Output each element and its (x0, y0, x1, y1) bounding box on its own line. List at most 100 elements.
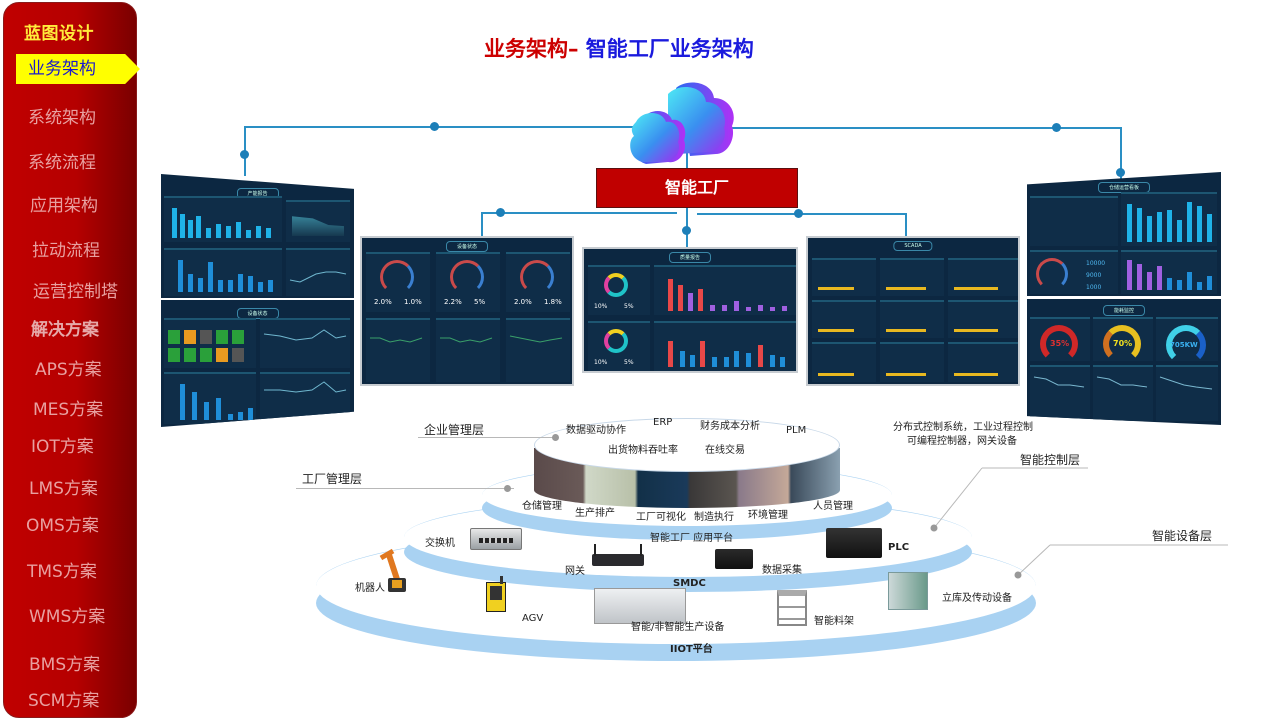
sidebar-item-system-architecture[interactable]: 系统架构 (28, 108, 96, 128)
layer-label-device: 智能设备层 (1152, 529, 1213, 543)
platform-label-smdc: SMDC (673, 578, 706, 589)
sidebar-item-business-architecture[interactable]: 业务架构 (16, 54, 140, 84)
item-environment-management: 环境管理 (748, 510, 788, 521)
smart-factory-node: 智能工厂 (596, 168, 798, 208)
dashboard-capacity: 产能报告 (161, 174, 354, 298)
item-plm: PLM (786, 425, 807, 436)
dashboard-title: SCADA (893, 241, 933, 251)
gauge-panel: 35% (1030, 317, 1090, 363)
table-panel (1030, 196, 1118, 246)
dashboard-title: 设备状态 (236, 308, 279, 319)
scada-panel (880, 342, 944, 382)
metric-value: 5% (624, 359, 634, 366)
bar-chart-panel (164, 196, 282, 242)
item-personnel-management: 人员管理 (813, 501, 853, 512)
metric-value: 10% (594, 303, 608, 310)
sidebar-item-pull-flow[interactable]: 拉动流程 (32, 241, 100, 261)
page-title-prefix: 业务架构– (484, 37, 579, 61)
sidebar-section-solutions: 解决方案 (31, 320, 99, 340)
metric-value: 1000 (1086, 284, 1102, 291)
bar-chart-panel (654, 321, 796, 371)
gauge-value: 1.8% (544, 298, 562, 306)
storage-equipment-icon (888, 572, 928, 610)
metric-value: 5% (624, 303, 634, 310)
gauge-value: 5% (474, 298, 486, 306)
gauge-value: 70% (1113, 339, 1133, 348)
line-chart-panel (286, 248, 350, 296)
page-title: 业务架构– 智能工厂业务架构 (484, 33, 754, 63)
line-chart-panel (1093, 365, 1153, 421)
line-chart-panel (366, 318, 430, 382)
item-smart-rack: 智能料架 (814, 616, 854, 627)
gauge-value: 35% (1050, 339, 1070, 348)
speedometer-panel: 10000 9000 1000 (1030, 250, 1118, 294)
metric-value: 10% (594, 359, 608, 366)
sidebar-item-oms[interactable]: OMS方案 (26, 516, 99, 536)
item-data-acquisition: 数据采集 (762, 565, 802, 576)
gauge-panel: 70% (1093, 317, 1153, 363)
cloud-icon (630, 82, 734, 164)
metric-value: 10000 (1086, 260, 1106, 267)
item-gateway: 网关 (565, 566, 585, 577)
switch-icon (470, 528, 522, 550)
scada-panel (812, 300, 876, 338)
sidebar-item-lms[interactable]: LMS方案 (29, 479, 98, 499)
leader-line (930, 467, 1088, 532)
dashboard-quality: 质量报告 10% 5% 10% 5% (582, 247, 798, 373)
sidebar-item-control-tower[interactable]: 运营控制塔 (33, 282, 118, 302)
sidebar-item-scm[interactable]: SCM方案 (28, 691, 100, 711)
gateway-antenna (594, 544, 596, 556)
data-acquisition-icon (715, 549, 753, 569)
robot-arm-icon (378, 548, 410, 594)
bar-chart-panel (164, 248, 282, 296)
item-plc: PLC (888, 542, 910, 553)
item-storage-transmission: 立库及传动设备 (942, 593, 1012, 604)
leader-dot (504, 485, 511, 492)
gauge-panel: 2.0% 1.8% (506, 252, 570, 312)
dashboard-title: 能耗监控 (1102, 305, 1146, 316)
sidebar-item-bms[interactable]: BMS方案 (29, 655, 101, 675)
control-layer-description-2: 可编程控制器，网关设备 (907, 436, 1017, 447)
bar-chart-panel (164, 372, 256, 424)
item-manufacturing-execution: 制造执行 (694, 512, 734, 523)
status-tiles-panel (164, 318, 256, 368)
leader-line (418, 437, 556, 438)
layer-label-enterprise: 企业管理层 (424, 423, 485, 437)
sidebar-item-tms[interactable]: TMS方案 (27, 562, 97, 582)
bar-chart-panel (1121, 250, 1217, 294)
sidebar-item-mes[interactable]: MES方案 (33, 400, 104, 420)
sidebar-item-wms[interactable]: WMS方案 (29, 607, 106, 627)
gauge-panel: 2.0% 1.0% (366, 252, 430, 312)
dashboard-warehouse: 仓储运营看板 10000 9000 1000 (1027, 172, 1221, 296)
sidebar-item-aps[interactable]: APS方案 (35, 360, 102, 380)
dashboard-energy: 能耗监控 35% 70% 705KW (1027, 299, 1221, 425)
control-layer-description-1: 分布式控制系统，工业过程控制 (893, 422, 1033, 433)
page-title-main: 智能工厂业务架构 (578, 37, 754, 61)
sidebar-item-application-architecture[interactable]: 应用架构 (30, 196, 98, 216)
sidebar: 蓝图设计 业务架构 系统架构 系统流程 应用架构 拉动流程 运营控制塔 解决方案… (3, 2, 140, 718)
line-chart-panel (1156, 365, 1218, 421)
gauge-value: 705KW (1170, 341, 1198, 349)
dashboard-gauges: 设备状态 2.0% 1.0% 2.2% 5% 2.0% 1.8% (360, 236, 574, 386)
bar-chart-panel (654, 265, 796, 315)
gateway-antenna (640, 544, 642, 556)
dashboard-title: 设备状态 (445, 241, 489, 252)
item-data-driven-collaboration: 数据驱动协作 (566, 425, 626, 436)
gauge-value: 2.0% (514, 298, 532, 306)
leader-line (1014, 544, 1228, 579)
area-chart-panel (286, 200, 350, 242)
sidebar-item-iot[interactable]: IOT方案 (31, 437, 94, 457)
item-factory-visualization: 工厂可视化 (636, 512, 686, 523)
layer-label-factory: 工厂管理层 (302, 472, 363, 486)
plc-icon (826, 528, 882, 558)
gauge-value: 2.0% (374, 298, 392, 306)
item-shipment-throughput: 出货物料吞吐率 (608, 445, 678, 456)
line-chart-panel (260, 318, 350, 368)
scada-panel (812, 342, 876, 382)
gauge-value: 2.2% (444, 298, 462, 306)
layer-label-control: 智能控制层 (1020, 453, 1081, 467)
donut-panel: 10% 5% (588, 265, 650, 315)
scada-panel (948, 258, 1018, 296)
sidebar-item-system-flow[interactable]: 系统流程 (28, 153, 96, 173)
leader-dot (552, 434, 559, 441)
